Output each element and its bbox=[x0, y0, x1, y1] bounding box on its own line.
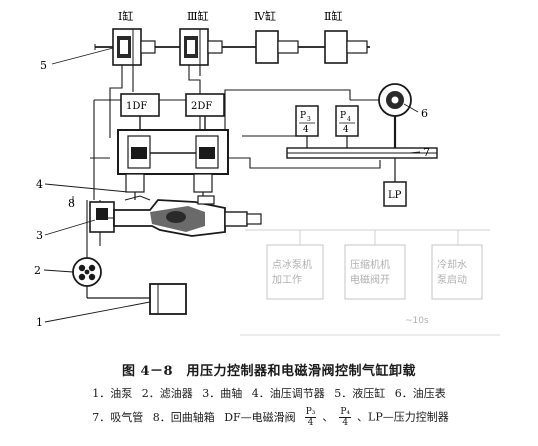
cylinder-row: Ⅰ缸 Ⅲ缸 Ⅳ缸 Ⅱ缸 bbox=[94, 9, 370, 66]
solenoid-valves: 1DF 2DF bbox=[120, 93, 225, 130]
lp-box bbox=[383, 181, 407, 207]
callout-3: 3 bbox=[36, 229, 43, 242]
figure-title: 图 4－8 用压力控制器和电磁滑阀控制气缸卸载 bbox=[121, 364, 417, 379]
regulator-p3-den: 4 bbox=[303, 125, 309, 135]
ghost-box-1 bbox=[266, 244, 324, 300]
callout-labels: 5 6 7 4 8 3 2 1 bbox=[34, 59, 430, 329]
legend-item-regulator: 4．油压调节器 bbox=[251, 387, 325, 400]
cylinder-1 bbox=[112, 28, 156, 66]
cylinder-4-label: Ⅳ缸 bbox=[254, 9, 276, 23]
crankshaft bbox=[89, 195, 262, 237]
legend-fraction-p3-den: 4 bbox=[307, 418, 314, 428]
legend-fraction-p4-den: 4 bbox=[342, 418, 349, 428]
pressure-regulators: P 3 4 P 4 4 bbox=[242, 105, 359, 148]
ghost-text-5: 电磁阀开 bbox=[350, 273, 390, 286]
regulator-p3-num: P bbox=[300, 111, 306, 121]
lp-label: LP bbox=[388, 190, 402, 201]
oil-filter bbox=[72, 257, 150, 299]
cylinder-2-label: Ⅱ缸 bbox=[324, 9, 342, 23]
ghost-text-2: 压缩机机 bbox=[350, 258, 390, 271]
ghost-text-3: 冷却水 bbox=[437, 258, 467, 271]
callout-7: 7 bbox=[423, 146, 430, 159]
valve-1df-label: 1DF bbox=[126, 101, 147, 112]
callout-1: 1 bbox=[36, 316, 43, 329]
legend-item-suction-pipe: 7．吸气管 bbox=[92, 410, 144, 424]
oil-pump bbox=[149, 283, 187, 315]
legend-fraction-p4-num: P₄ bbox=[339, 407, 352, 418]
legend-item-return-crankcase: 8．回曲轴箱 bbox=[152, 410, 215, 424]
callout-4: 4 bbox=[36, 178, 43, 191]
ghost-text-6: 泵启动 bbox=[437, 273, 467, 286]
valve-2df-label: 2DF bbox=[191, 101, 212, 112]
ghost-text-1: 点冰泵机 bbox=[272, 258, 312, 271]
callout-5: 5 bbox=[40, 59, 47, 72]
legend-item-hydraulic-cylinder: 5．液压缸 bbox=[334, 387, 386, 400]
legend-fraction-p3-num: P₃ bbox=[304, 407, 317, 418]
callout-2: 2 bbox=[34, 264, 41, 277]
slide-valve-body bbox=[117, 129, 229, 200]
cylinder-2 bbox=[324, 30, 368, 64]
ghost-text-4: 加工作 bbox=[272, 274, 302, 286]
ghost-box-2 bbox=[344, 244, 406, 300]
cylinder-1-label: Ⅰ缸 bbox=[118, 9, 133, 23]
callouts bbox=[43, 47, 421, 323]
callout-8: 8 bbox=[68, 197, 75, 210]
legend-item-solenoid-valve: DF—电磁滑阀 bbox=[224, 410, 296, 424]
bleed-through-background: 点冰泵机 压缩机机 冷却水 加工作 电磁阀开 泵启动 ~10s bbox=[240, 229, 500, 336]
callout-6: 6 bbox=[421, 107, 428, 120]
oil-pressure-gauge bbox=[378, 83, 412, 150]
cylinder-3-label: Ⅲ缸 bbox=[187, 9, 209, 23]
cylinder-4 bbox=[255, 30, 299, 64]
regulator-p4-sub: 4 bbox=[347, 116, 351, 123]
legend-item-pressure-controller: 、LP—压力控制器 bbox=[357, 410, 449, 424]
legend-separator: 、 bbox=[322, 410, 334, 424]
legend-item-crankshaft: 3．曲轴 bbox=[202, 387, 243, 400]
legend-item-oil-pump: 1．油泵 bbox=[92, 387, 133, 400]
regulator-p4-num: P bbox=[340, 111, 346, 121]
cylinder-3 bbox=[179, 28, 223, 66]
ghost-text-7: ~10s bbox=[405, 316, 429, 326]
regulator-p3-sub: 3 bbox=[307, 116, 311, 123]
ghost-box-3 bbox=[431, 244, 483, 300]
legend-item-oil-filter: 2．滤油器 bbox=[141, 387, 193, 400]
regulator-p4-den: 4 bbox=[343, 125, 349, 135]
legend-item-pressure-gauge: 6．油压表 bbox=[394, 387, 446, 400]
caption-block: 图 4－8 用压力控制器和电磁滑阀控制气缸卸载 1．油泵 2．滤油器 3．曲轴 … bbox=[0, 360, 538, 428]
legend-row-1: 1．油泵 2．滤油器 3．曲轴 4．油压调节器 5．液压缸 6．油压表 bbox=[0, 385, 538, 401]
pressure-controller-lp: LP bbox=[383, 158, 407, 207]
